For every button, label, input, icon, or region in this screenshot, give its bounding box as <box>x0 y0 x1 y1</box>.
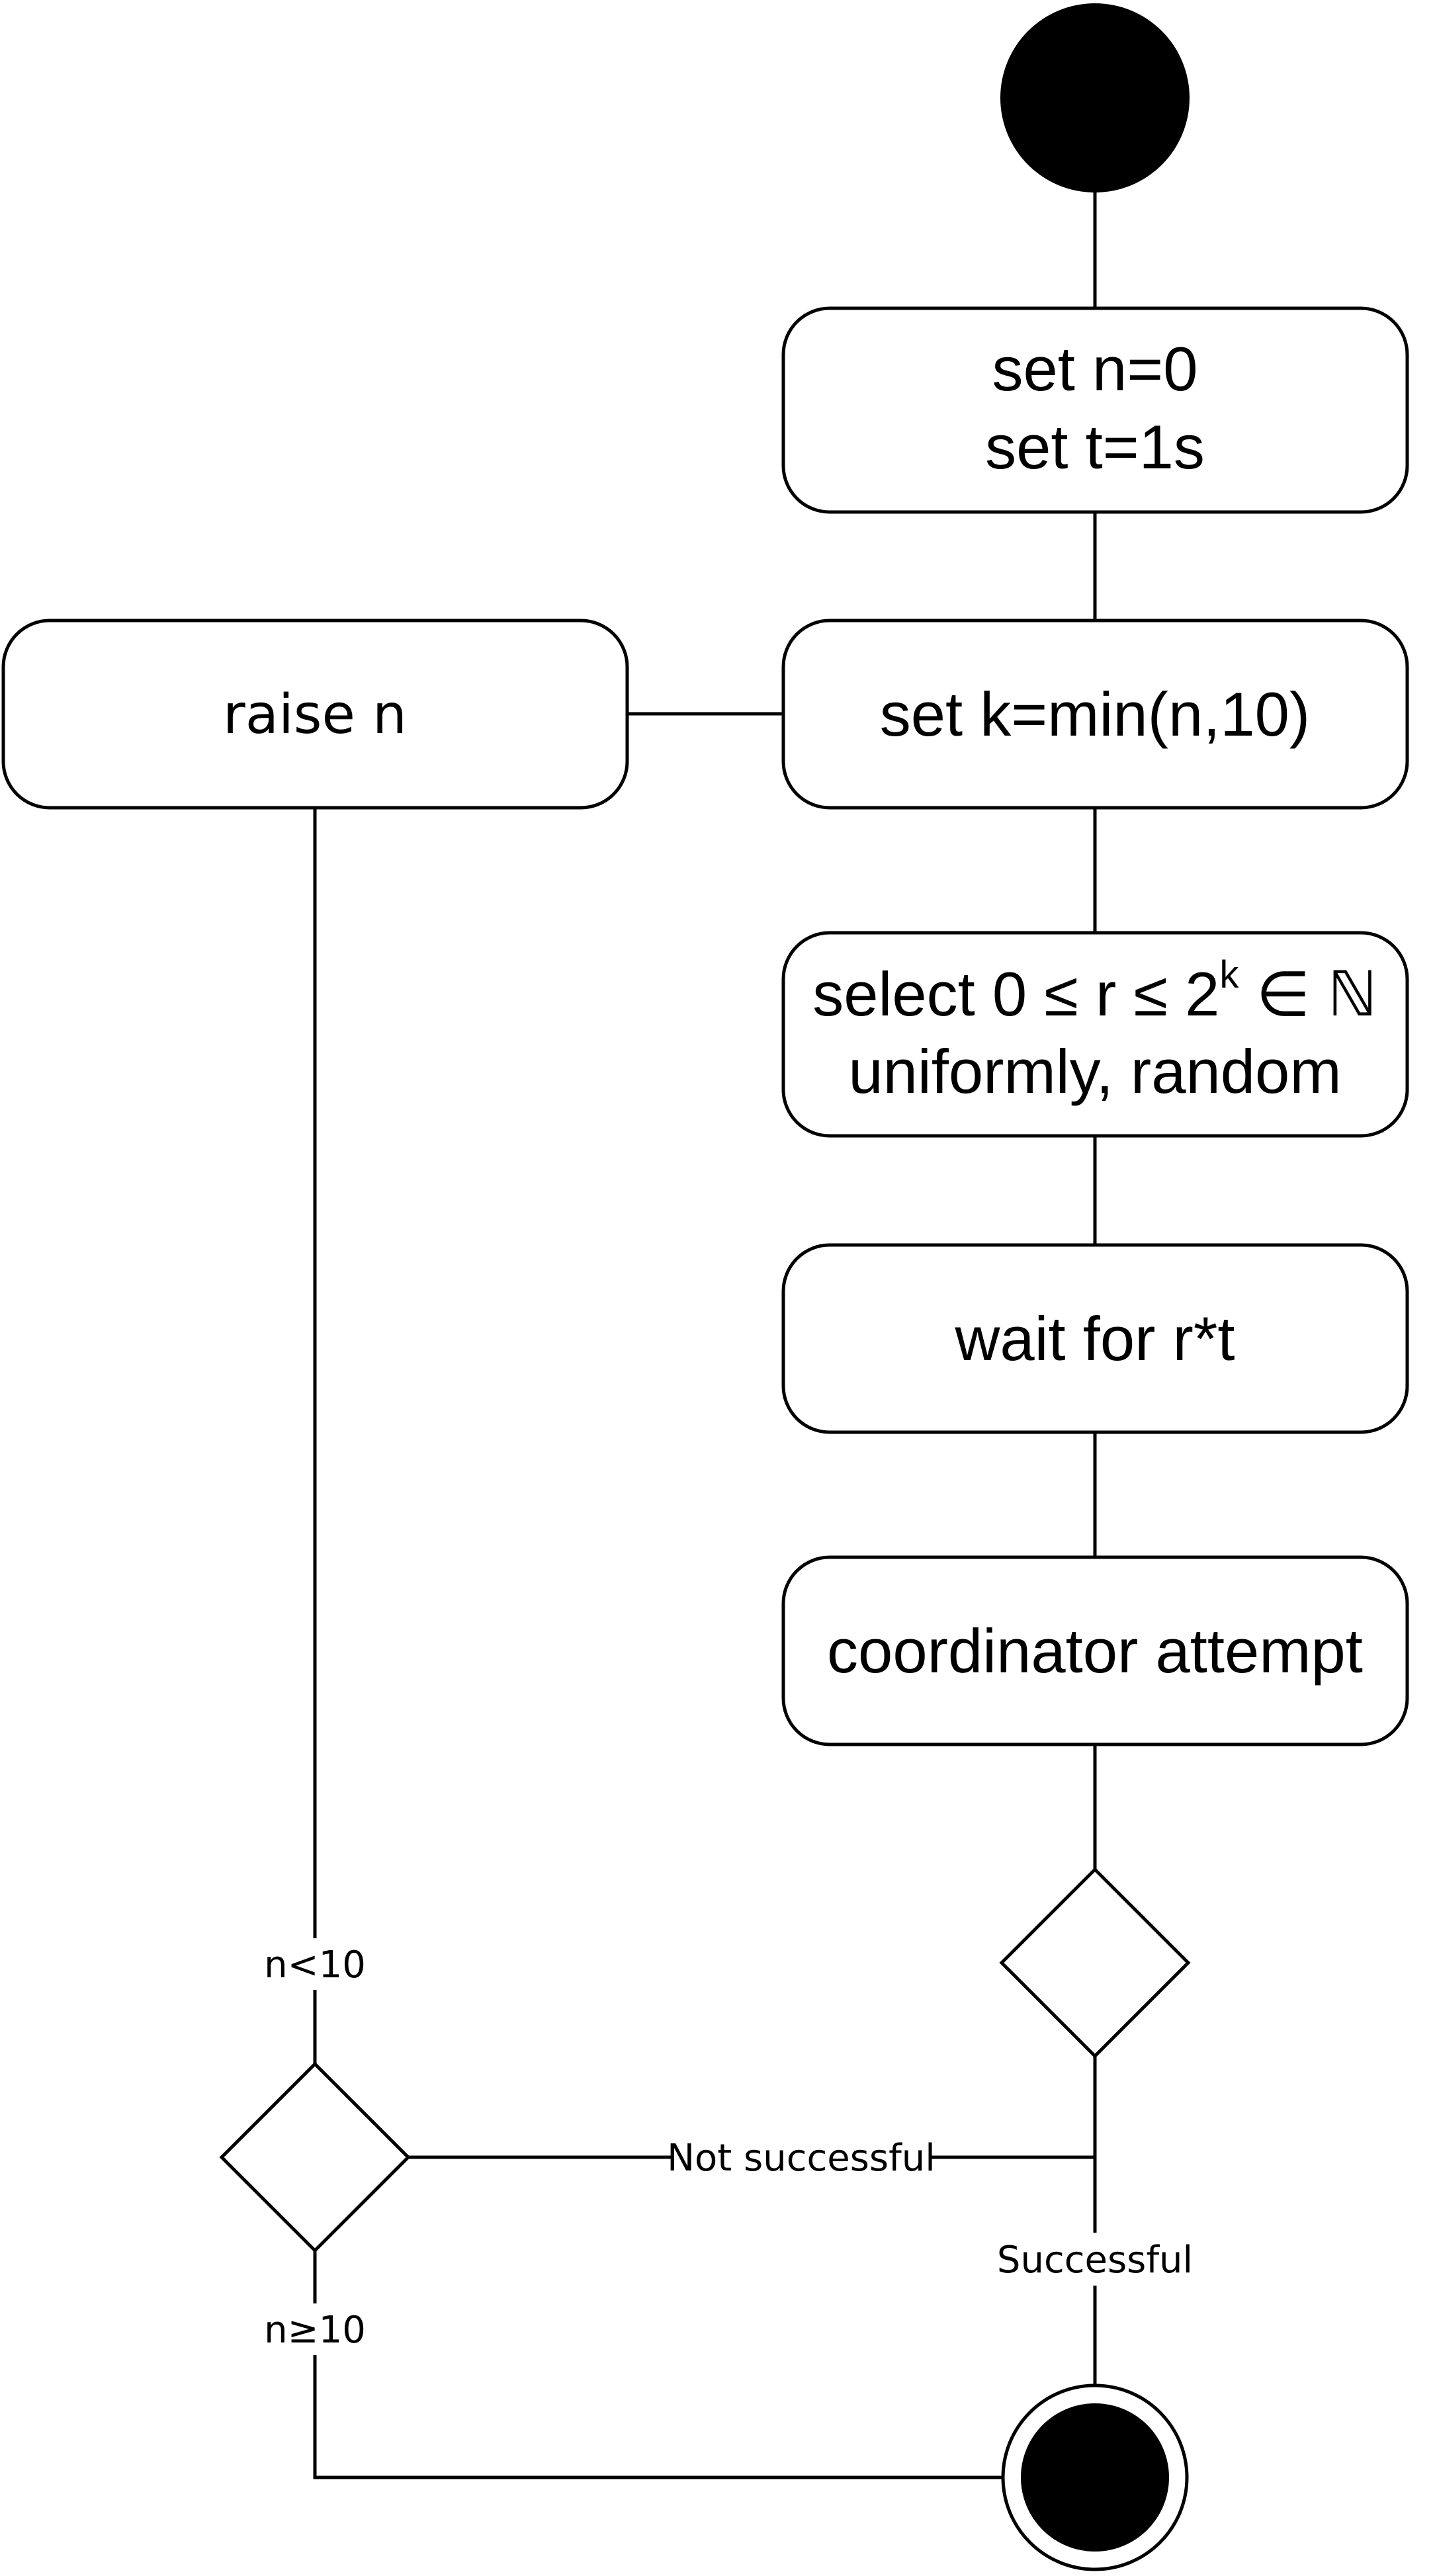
label-n-lt-10: n<10 <box>264 1944 366 1987</box>
edge-label-n-ge-10: n≥10 <box>255 2303 374 2355</box>
action-set-k-label: set k=min(n,10) <box>880 679 1310 749</box>
action-set-init: set n=0 set t=1s <box>781 306 1409 514</box>
action-select-r-line2: uniformly, random <box>848 1037 1341 1106</box>
edge-label-successful: Successful <box>992 2233 1197 2286</box>
action-select-r: select 0 ≤ r ≤ 2k ∈ ℕ uniformly, random <box>781 931 1409 1138</box>
action-wait: wait for r*t <box>781 1243 1409 1434</box>
action-select-r-line1: select 0 ≤ r ≤ 2k ∈ ℕ <box>812 953 1377 1029</box>
action-attempt-label: coordinator attempt <box>827 1616 1363 1686</box>
action-set-k: set k=min(n,10) <box>781 619 1409 810</box>
action-set-init-line2: set t=1s <box>985 412 1205 482</box>
end-node <box>1001 2383 1189 2571</box>
action-attempt: coordinator attempt <box>781 1555 1409 1746</box>
edge-label-not-successful: Not successful <box>667 2131 935 2183</box>
edge-n-ge-10 <box>313 2251 1002 2479</box>
decision-n-check <box>219 2061 411 2253</box>
action-raise-n: raise n <box>1 619 629 810</box>
label-successful: Successful <box>997 2239 1193 2282</box>
action-raise-n-label: raise n <box>223 683 407 746</box>
label-n-ge-10: n≥10 <box>264 2309 366 2352</box>
action-wait-label: wait for r*t <box>954 1304 1235 1373</box>
label-not-successful: Not successful <box>667 2137 935 2180</box>
start-node <box>1000 3 1190 193</box>
edge-label-n-lt-10: n<10 <box>255 1938 374 1990</box>
decision-attempt-result <box>999 1867 1191 2059</box>
action-set-init-line1: set n=0 <box>992 334 1198 404</box>
